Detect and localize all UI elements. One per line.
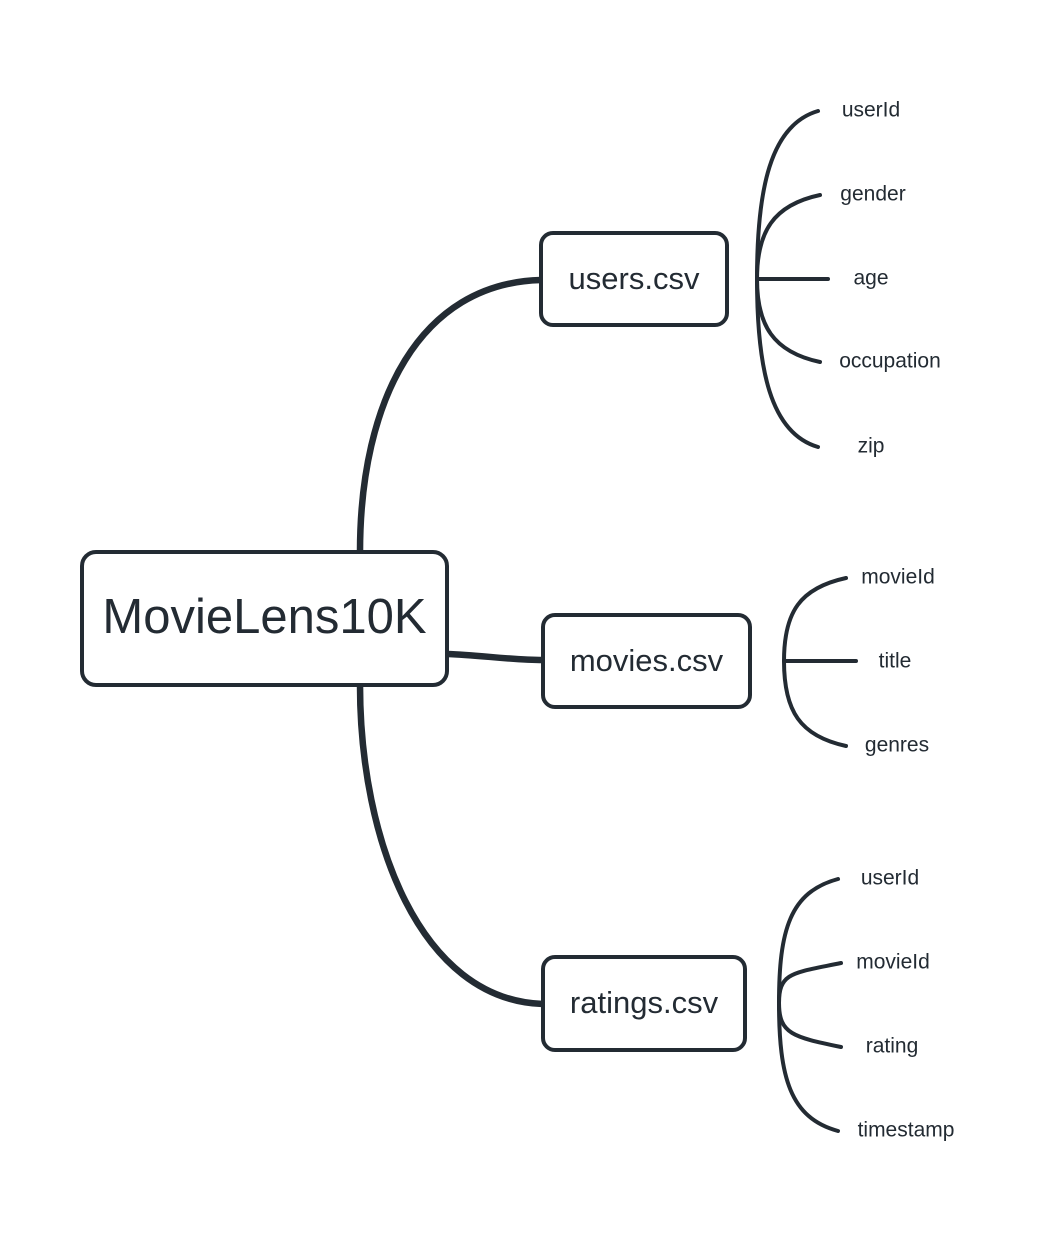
leaf-ratings-rating[interactable]: rating [866, 1035, 919, 1058]
edge-root-to-users [356, 276, 545, 556]
node-ratings-csv[interactable]: ratings.csv [541, 955, 747, 1052]
leaf-movies-movieId[interactable]: movieId [861, 566, 935, 589]
edge-ratings-to-movieId [777, 961, 843, 1005]
leaf-labels-users: userId gender age occupation zip [839, 99, 941, 458]
node-movies-csv[interactable]: movies.csv [541, 613, 752, 709]
leaf-ratings-timestamp[interactable]: timestamp [858, 1119, 955, 1142]
edge-ratings-to-userId [777, 877, 840, 1005]
movies-node-label: movies.csv [570, 643, 724, 678]
leaf-movies-genres[interactable]: genres [865, 734, 929, 757]
edge-movies-to-movieId [782, 576, 848, 663]
edge-users-to-zip [755, 277, 820, 449]
edge-users-to-occupation [755, 277, 822, 364]
trunk-edges [356, 276, 547, 1008]
leaf-users-userId[interactable]: userId [842, 99, 900, 122]
node-root[interactable]: MovieLens10K [80, 550, 449, 687]
leaf-edges [755, 109, 858, 1133]
edge-users-to-gender [755, 193, 822, 281]
leaf-users-gender[interactable]: gender [840, 183, 905, 206]
leaf-labels-ratings: userId movieId rating timestamp [856, 867, 954, 1142]
edge-users-to-userId [755, 109, 820, 281]
edge-root-to-ratings [356, 681, 547, 1008]
leaf-ratings-movieId[interactable]: movieId [856, 951, 930, 974]
ratings-node-label: ratings.csv [570, 985, 719, 1020]
edge-root-to-movies [443, 650, 547, 664]
root-node-box[interactable] [80, 550, 449, 687]
leaf-movies-title[interactable]: title [879, 650, 912, 673]
leaf-users-occupation[interactable]: occupation [839, 350, 941, 373]
leaf-users-zip[interactable]: zip [858, 435, 885, 458]
edge-movies-to-genres [782, 659, 848, 748]
leaf-labels-movies: movieId title genres [861, 566, 935, 757]
ratings-node-box[interactable] [541, 955, 747, 1052]
movies-node-box[interactable] [541, 613, 752, 709]
users-node-box[interactable] [539, 231, 729, 327]
edge-ratings-to-timestamp [777, 1001, 840, 1133]
node-users-csv[interactable]: users.csv [539, 231, 729, 327]
users-node-label: users.csv [569, 261, 700, 296]
root-node-label: MovieLens10K [102, 590, 426, 644]
edge-ratings-to-rating [777, 1001, 843, 1049]
leaf-ratings-userId[interactable]: userId [861, 867, 919, 890]
leaf-users-age[interactable]: age [853, 267, 888, 290]
